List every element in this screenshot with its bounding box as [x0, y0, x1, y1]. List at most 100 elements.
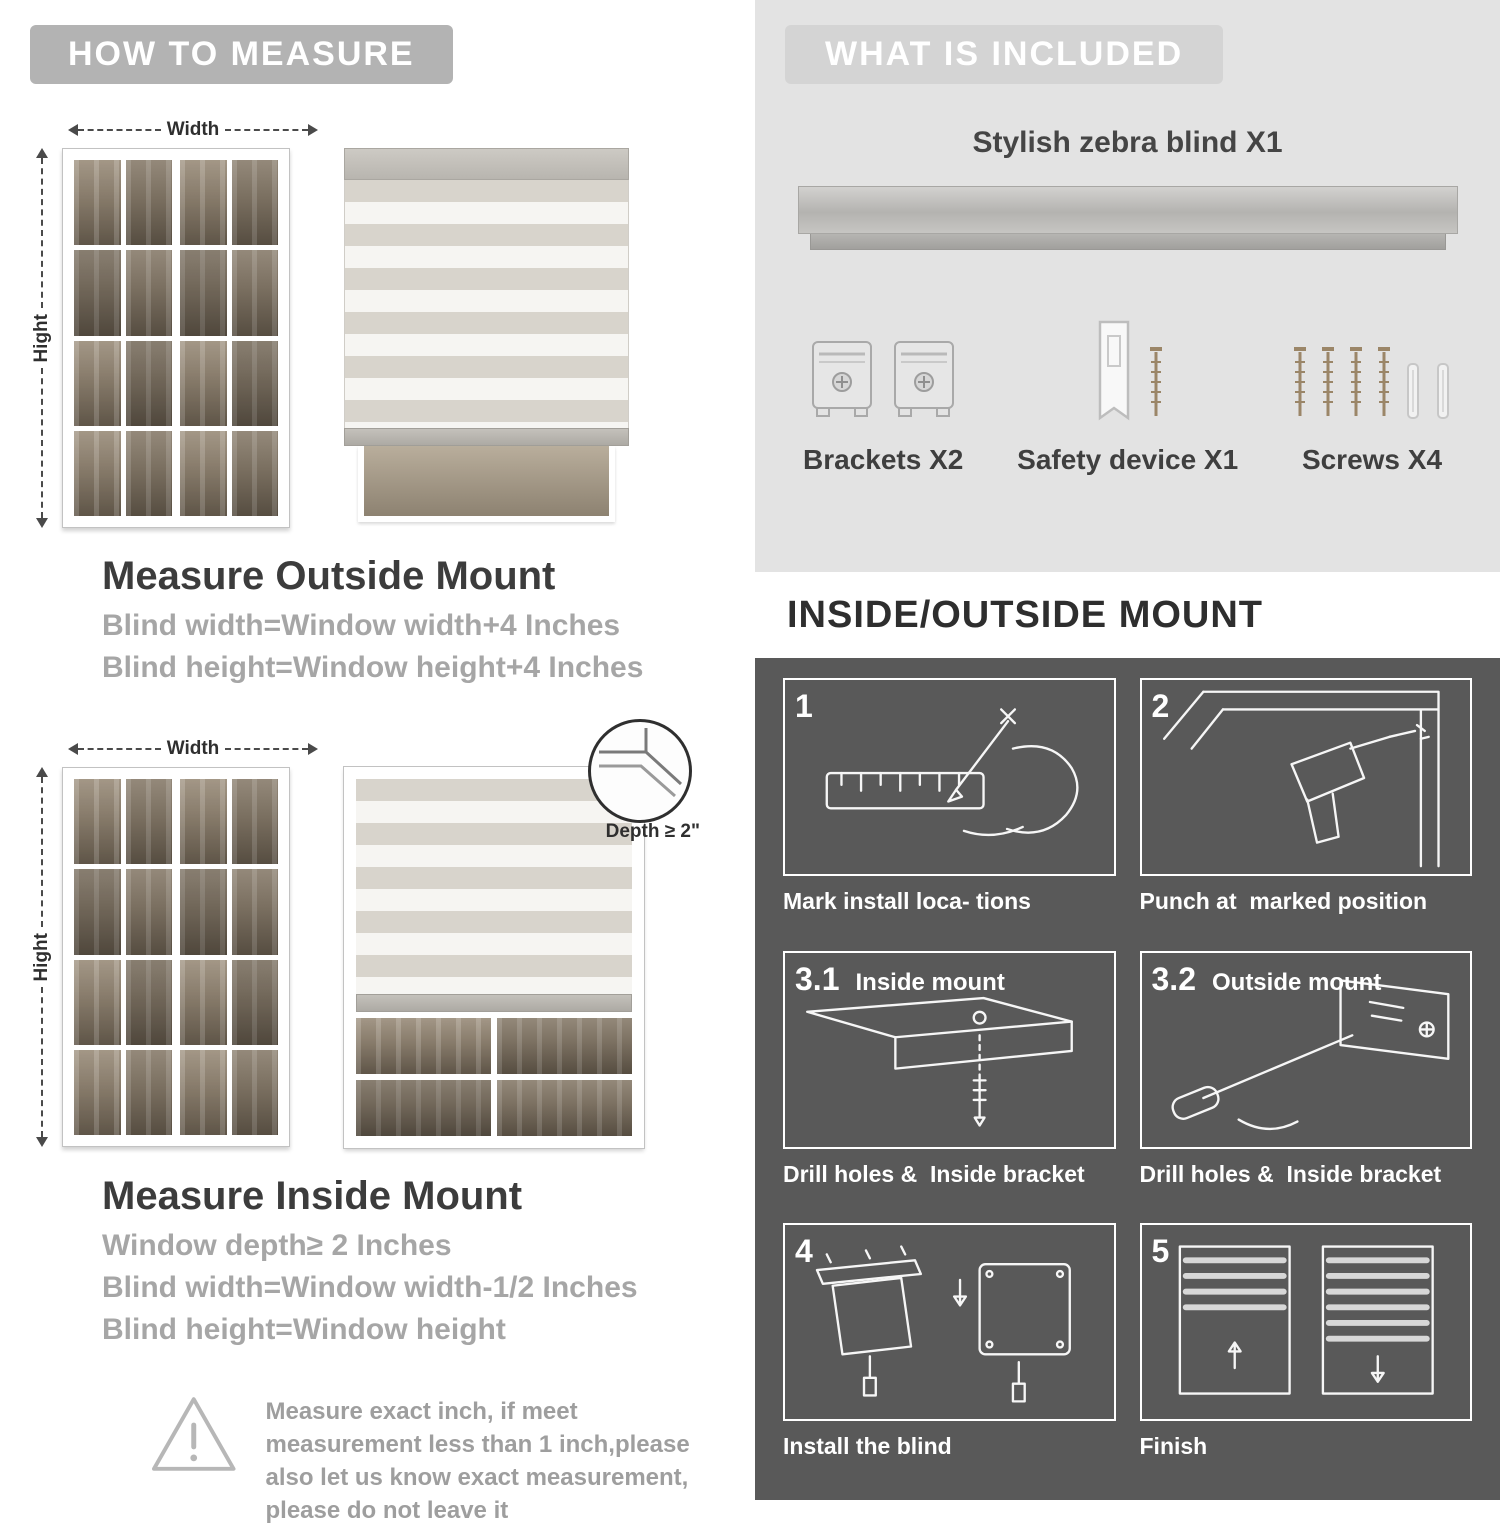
outside-mount-line1: Blind width=Window width+4 Inches [102, 609, 621, 642]
screws-item: Screws X4 [1292, 302, 1452, 476]
window-pane [180, 1049, 227, 1135]
arrowhead-down-icon [36, 1137, 48, 1148]
mount-step-3-2: 3.2 Outside mount Drill holes & Inside b… [1139, 950, 1472, 1208]
window-pane [74, 160, 121, 246]
mount-step-5: 5 Finish [1139, 1223, 1472, 1480]
window-panes-below-blind [356, 1012, 632, 1136]
screw-icon [1294, 347, 1306, 416]
arrowhead-up-icon [36, 767, 48, 777]
depth-label: Depth ≥ 2" [605, 821, 700, 842]
brackets-label: Brackets X2 [803, 444, 964, 475]
window-sash-right [180, 160, 278, 516]
outside-mount-heading: Measure Outside Mount [102, 554, 556, 598]
window-photo [62, 148, 290, 528]
window-pane [231, 779, 278, 865]
window-illustration-inside: Width Hight [30, 737, 318, 1148]
window-pane [231, 430, 278, 516]
step5-finish-illustration [1178, 1245, 1434, 1396]
screw-icon [1149, 347, 1162, 416]
window-pane [125, 779, 172, 865]
window-pane [180, 340, 227, 426]
wall-anchor-icon [1437, 363, 1449, 419]
window-pane [231, 340, 278, 426]
window-pane [125, 160, 172, 246]
window-photo [62, 767, 290, 1147]
window-pane [74, 779, 121, 865]
step3-2-outside-bracket-illustration [1170, 978, 1449, 1130]
height-dimension-arrow: Hight [30, 148, 54, 529]
window-pane [125, 869, 172, 955]
height-dimension-arrow: Hight [30, 767, 54, 1148]
outside-mount-illustrations: Width Hight [30, 118, 745, 529]
window-pane [497, 1018, 632, 1074]
zebra-blind-illustration-outside [344, 148, 629, 522]
window-pane [231, 160, 278, 246]
window-pane [180, 160, 227, 246]
window-pane [125, 430, 172, 516]
what-is-included-banner: WHAT IS INCLUDED [785, 25, 1224, 84]
measurement-note: Measure exact inch, if meet measurement … [148, 1391, 708, 1527]
window-pane [180, 779, 227, 865]
window-pane [74, 250, 121, 336]
blind-stripes [356, 779, 632, 994]
window-pane [231, 869, 278, 955]
window-sash-left [74, 160, 172, 516]
mount-title-band: INSIDE/OUTSIDE MOUNT [755, 572, 1500, 658]
mount-step-1: 1 Mark install loca- tions [783, 678, 1116, 935]
safety-device-item: Safety device X1 [1017, 302, 1238, 476]
step-number: 3.2 [1151, 960, 1196, 997]
arrowhead-left-icon [68, 743, 78, 755]
width-dimension-arrow: Width [68, 737, 318, 761]
window-pane [231, 959, 278, 1045]
window-illustration-outside: Width Hight [30, 118, 318, 529]
window-pane [125, 250, 172, 336]
step-caption: Install the blind [783, 1433, 952, 1460]
step-caption: Punch at marked position [1139, 888, 1428, 914]
step2-drill-illustration [1162, 690, 1440, 868]
window-pane [125, 959, 172, 1045]
note-text: Measure exact inch, if meet measurement … [265, 1398, 690, 1525]
inside-mount-heading: Measure Inside Mount [102, 1174, 523, 1218]
window-pane [74, 959, 121, 1045]
bracket-icon [894, 341, 955, 417]
step-number: 4 [795, 1233, 813, 1270]
inside-mount-line1: Window depth≥ 2 Inches [102, 1229, 452, 1262]
step1-measure-illustration [825, 708, 1079, 837]
window-pane [231, 250, 278, 336]
mount-steps-panel: 1 Mark install loca- tions [755, 658, 1500, 1500]
depth-callout: Depth ≥ 2" [588, 719, 700, 842]
what-is-included-section: WHAT IS INCLUDED Stylish zebra blind X1 [755, 0, 1500, 572]
window-pane [125, 1049, 172, 1135]
arrowhead-up-icon [36, 148, 48, 158]
arrowhead-right-icon [308, 124, 318, 136]
how-to-measure-banner: HOW TO MEASURE [30, 25, 453, 84]
arrowhead-right-icon [308, 743, 318, 755]
width-label: Width [166, 738, 220, 759]
height-label: Hight [31, 932, 52, 982]
blind-bottom-rail [356, 994, 632, 1012]
outside-mount-block: Width Hight [30, 118, 745, 685]
step-caption: Drill holes & Inside bracket [1139, 1160, 1442, 1187]
step-inline-label: Inside mount [855, 968, 1005, 996]
window-sash-left [74, 779, 172, 1135]
screw-icon [1350, 347, 1362, 416]
window-pane [180, 869, 227, 955]
window-sash-right [180, 779, 278, 1135]
window-pane [497, 1080, 632, 1136]
mount-step-3-1: 3.1 Inside mount Drill holes & Inside br… [783, 950, 1116, 1208]
step-number: 3.1 [795, 960, 840, 997]
step4-install-blind-illustration [815, 1245, 1071, 1403]
window-pane [356, 1080, 491, 1136]
bracket-icon [812, 341, 873, 417]
safety-device-icon [1098, 320, 1129, 421]
warning-triangle-icon [151, 1397, 236, 1471]
zebra-blind-illustration-inside: Depth ≥ 2" [343, 719, 700, 1149]
step-caption: Mark install loca- tions [783, 888, 1031, 914]
blind-bottom-rail [344, 428, 629, 446]
inside-mount-illustrations: Width Hight [30, 719, 745, 1149]
screw-icon [1322, 347, 1334, 416]
inside-mount-block: Width Hight [30, 719, 745, 1347]
arrowhead-down-icon [36, 518, 48, 529]
width-dimension-arrow: Width [68, 118, 318, 142]
window-pane [231, 1049, 278, 1135]
